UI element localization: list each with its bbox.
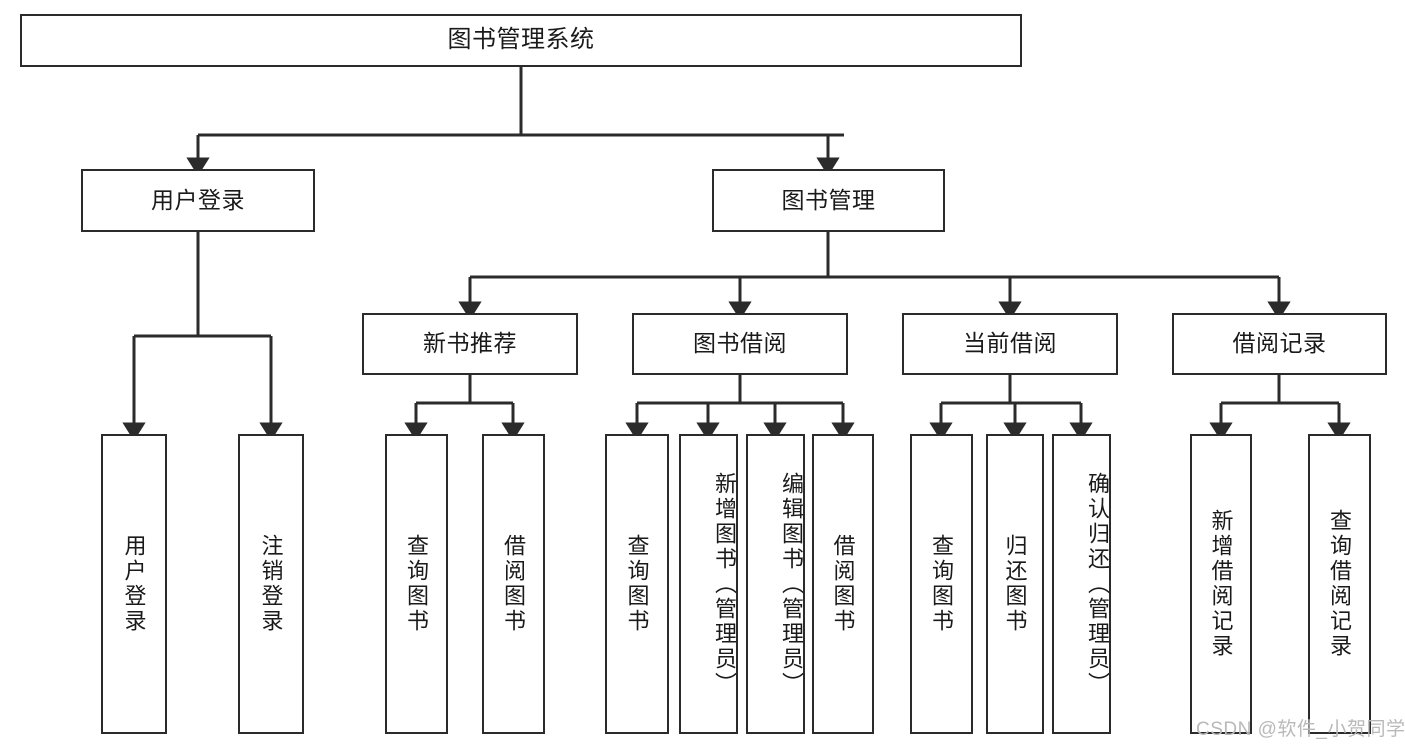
leaf-confirm-return-admin[interactable]: 确认归还（管理员） <box>1052 434 1111 734</box>
leaf-user-login[interactable]: 用户登录 <box>101 434 167 734</box>
leaf-query-book-borrow[interactable]: 查询图书 <box>605 434 669 734</box>
leaf-borrow-book-recommend[interactable]: 借阅图书 <box>482 434 545 734</box>
leaf-query-book-recommend[interactable]: 查询图书 <box>385 434 448 734</box>
node-new-book-recommend[interactable]: 新书推荐 <box>362 313 578 375</box>
node-current-borrow[interactable]: 当前借阅 <box>902 313 1118 375</box>
csdn-watermark: CSDN @软件_小贺同学 <box>1196 719 1405 740</box>
leaf-logout-login[interactable]: 注销登录 <box>238 434 304 734</box>
leaf-add-borrow-record[interactable]: 新增借阅记录 <box>1190 434 1252 734</box>
leaf-add-book-admin[interactable]: 新增图书（管理员） <box>679 434 738 734</box>
leaf-edit-book-admin[interactable]: 编辑图书（管理员） <box>746 434 805 734</box>
node-book-management[interactable]: 图书管理 <box>712 169 945 232</box>
leaf-return-book[interactable]: 归还图书 <box>986 434 1044 734</box>
leaf-borrow-book[interactable]: 借阅图书 <box>812 434 874 734</box>
leaf-query-borrow-record[interactable]: 查询借阅记录 <box>1308 434 1371 734</box>
node-user-login[interactable]: 用户登录 <box>81 169 315 232</box>
node-root[interactable]: 图书管理系统 <box>20 14 1022 67</box>
leaf-query-book-current[interactable]: 查询图书 <box>910 434 973 734</box>
node-book-borrow[interactable]: 图书借阅 <box>632 313 848 375</box>
node-borrow-record[interactable]: 借阅记录 <box>1172 313 1387 375</box>
